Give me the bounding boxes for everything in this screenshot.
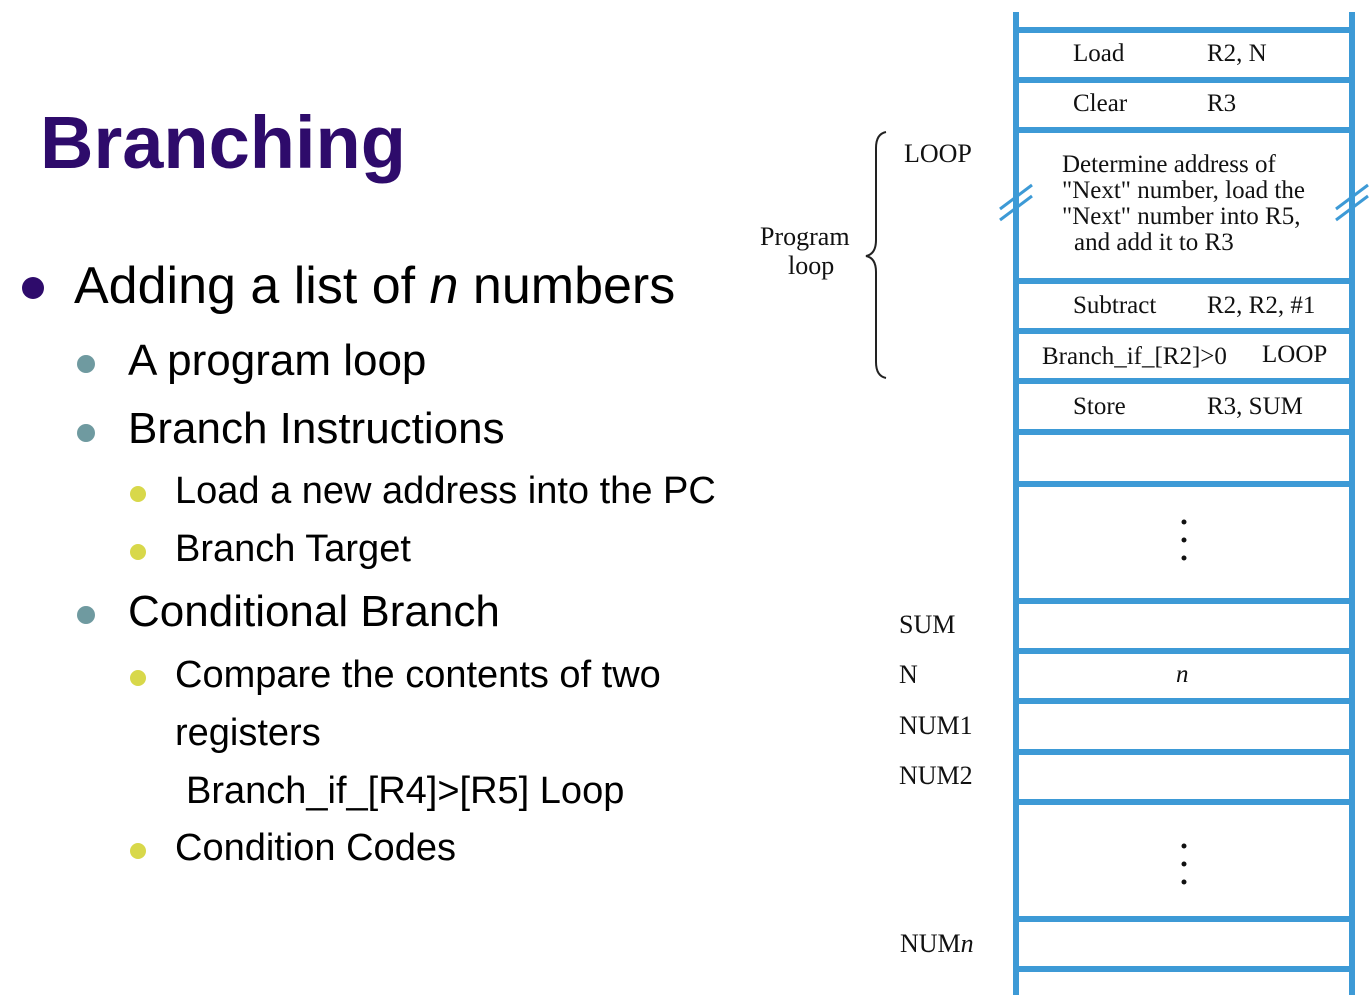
label-n: N	[899, 660, 918, 689]
label-num2: NUM2	[899, 761, 973, 790]
bullet-branch-example: Branch_if_[R4]>[R5] Loop	[186, 770, 625, 812]
bullet-text: Adding a list of	[74, 257, 430, 315]
cell-determine-line2: "Next" number, load the	[1062, 177, 1305, 204]
bullet-branch-target: Branch Target	[175, 528, 411, 570]
bullet-dot	[130, 843, 146, 859]
cell-clear-op: Clear	[1073, 90, 1128, 117]
bullet-dot	[77, 424, 95, 442]
bullet-condition-codes: Condition Codes	[175, 827, 456, 869]
bullet-conditional-branch: Conditional Branch	[128, 587, 500, 636]
label-numn-var: n	[960, 929, 974, 958]
cell-branch-arg: LOOP	[1262, 341, 1328, 368]
cell-subtract-op: Subtract	[1073, 292, 1157, 319]
cell-subtract-arg: R2, R2, #1	[1207, 292, 1316, 319]
label-loop: LOOP	[904, 139, 972, 168]
label-program: Program	[760, 222, 850, 251]
bullet-branch-instructions: Branch Instructions	[128, 404, 505, 453]
cell-store-op: Store	[1073, 393, 1126, 420]
bullet-registers: registers	[175, 712, 321, 754]
bullet-dot	[130, 544, 146, 560]
bullet-dot	[77, 606, 95, 624]
bullet-text: numbers	[458, 257, 676, 315]
cell-determine-line1: Determine address of	[1062, 151, 1276, 178]
bullet-program-loop: A program loop	[128, 336, 427, 385]
slide-title: Branching	[40, 101, 406, 184]
bullet-dot	[130, 670, 146, 686]
bullet-dot	[77, 355, 95, 373]
cell-store-arg: R3, SUM	[1207, 393, 1303, 420]
bullet-dot	[22, 277, 44, 299]
bullet-compare-contents: Compare the contents of two	[175, 654, 661, 696]
cell-clear-arg: R3	[1207, 90, 1237, 117]
label-numn: NUMn	[900, 929, 974, 959]
cell-load-op: Load	[1073, 40, 1125, 67]
cell-determine-line3: "Next" number into R5,	[1062, 203, 1301, 230]
bullet-dot	[130, 486, 146, 502]
label-num1: NUM1	[899, 711, 973, 740]
cell-n-value: n	[1176, 661, 1189, 688]
cell-determine-line4: and add it to R3	[1074, 229, 1234, 256]
label-sum: SUM	[899, 610, 956, 639]
label-numn-prefix: NUM	[900, 929, 961, 958]
bullet-adding-list: Adding a list of n numbers	[74, 256, 675, 316]
variable-n: n	[429, 257, 459, 315]
bullet-load-address: Load a new address into the PC	[175, 470, 716, 512]
cell-branch-op: Branch_if_[R2]>0	[1042, 343, 1227, 370]
label-loop-word: loop	[788, 251, 835, 280]
cell-load-arg: R2, N	[1207, 40, 1267, 67]
